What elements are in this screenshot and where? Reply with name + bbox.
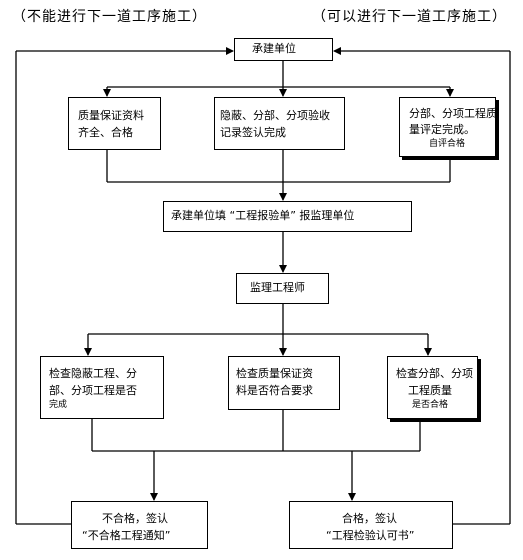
contractor-label: 承建单位	[252, 42, 296, 55]
check-quality-box: 检查分部、分项 工程质量 是否合格	[387, 356, 478, 419]
quality-docs-line-1: 质量保证资料	[78, 109, 144, 122]
pass-line-1: 合格，签认	[342, 512, 397, 525]
check-quality-line-3: 是否合格	[412, 400, 449, 410]
check-docs-line-2: 料是否符合要求	[236, 384, 313, 397]
check-concealed-box: 检查隐蔽工程、分 部、分项工程是否 完成	[40, 356, 164, 419]
check-docs-box: 检查质量保证资 料是否符合要求	[228, 356, 340, 410]
quality-docs-line-2: 齐全、合格	[78, 126, 133, 139]
concealed-ack-line-1: 隐蔽、分部、分项验收	[220, 109, 330, 122]
supervisor-box: 监理工程师	[236, 273, 329, 304]
concealed-ack-line-2: 记录签认完成	[220, 126, 286, 139]
check-quality-line-2: 工程质量	[408, 384, 452, 397]
check-concealed-line-1: 检查隐蔽工程、分	[49, 367, 137, 380]
fail-box: 不合格，签认 “不合格工程通知”	[71, 501, 208, 549]
check-quality-line-1: 检查分部、分项	[396, 367, 473, 380]
pass-box: 合格，签认 “工程检验认可书”	[289, 501, 453, 549]
check-docs-line-1: 检查质量保证资	[236, 367, 313, 380]
supervisor-label: 监理工程师	[250, 281, 305, 294]
pass-line-2: “工程检验认可书”	[326, 529, 415, 542]
fail-line-2: “不合格工程通知”	[82, 529, 171, 542]
self-eval-line-2: 量评定完成。	[409, 123, 475, 136]
check-concealed-line-3: 完成	[49, 400, 68, 410]
header-left-note: （不能进行下一道工序施工）	[12, 9, 207, 25]
concealed-ack-box: 隐蔽、分部、分项验收 记录签认完成	[214, 97, 345, 150]
self-eval-box: 分部、分项工程质 量评定完成。 自评合格	[399, 97, 497, 157]
submit-report-box: 承建单位填 “工程报验单” 报监理单位	[163, 201, 412, 232]
quality-docs-box: 质量保证资料 齐全、合格	[68, 97, 161, 150]
contractor-box: 承建单位	[234, 38, 333, 61]
check-concealed-line-2: 部、分项工程是否	[49, 384, 137, 397]
self-eval-line-1: 分部、分项工程质	[409, 107, 497, 120]
submit-report-label: 承建单位填 “工程报验单” 报监理单位	[171, 209, 355, 222]
header-right-note: （可以进行下一道工序施工）	[312, 9, 507, 25]
self-eval-line-3: 自评合格	[429, 139, 466, 149]
fail-line-1: 不合格，签认	[102, 512, 168, 525]
